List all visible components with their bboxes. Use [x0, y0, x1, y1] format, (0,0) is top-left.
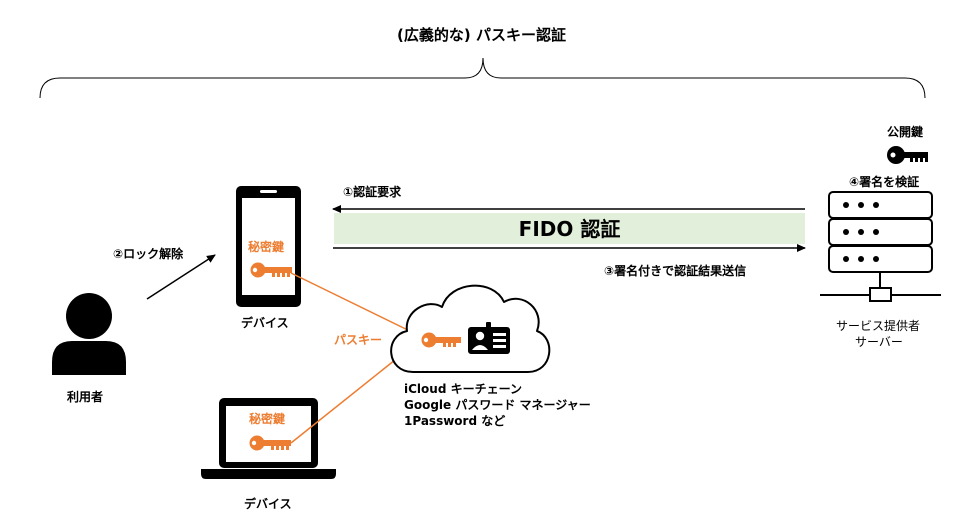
- unlock-label: ②ロック解除: [113, 247, 184, 261]
- laptop-label: デバイス: [244, 497, 292, 511]
- cloud-service-line: 1Password など: [404, 414, 506, 428]
- phone-label: デバイス: [241, 316, 289, 330]
- user-icon: [52, 293, 126, 375]
- cloud-service-line: iCloud キーチェーン: [404, 382, 522, 396]
- fido-label: FIDO 認証: [518, 217, 621, 241]
- server-icon: [820, 191, 941, 302]
- verify-signature-label: ④署名を検証: [849, 175, 920, 189]
- user-label: 利用者: [67, 390, 104, 404]
- server-label: サーバー: [855, 335, 903, 349]
- page-title: (広義的な) パスキー認証: [397, 26, 566, 44]
- cloud-key-icon: [421, 332, 461, 348]
- auth-response-label: ③署名付きで認証結果送信: [604, 264, 747, 278]
- laptop-icon: [201, 398, 336, 479]
- laptop-key-label: 秘密鍵: [249, 412, 286, 426]
- id-card-icon: [468, 322, 510, 354]
- public-key-icon: [887, 146, 928, 164]
- phone-key-label: 秘密鍵: [248, 240, 285, 254]
- fido-band: [334, 213, 805, 244]
- phone-cloud-link: [290, 272, 421, 337]
- scope-bracket: [39, 57, 926, 99]
- phone-key-icon: [250, 262, 292, 278]
- laptop-key-icon: [249, 435, 291, 451]
- unlock-arrow: [146, 254, 216, 300]
- server-label: サービス提供者: [836, 319, 921, 333]
- cloud-service-line: Google パスワード マネージャー: [404, 398, 591, 412]
- public-key-label: 公開鍵: [887, 125, 924, 139]
- passkey-label: パスキー: [334, 333, 383, 347]
- auth-request-label: ①認証要求: [343, 185, 402, 199]
